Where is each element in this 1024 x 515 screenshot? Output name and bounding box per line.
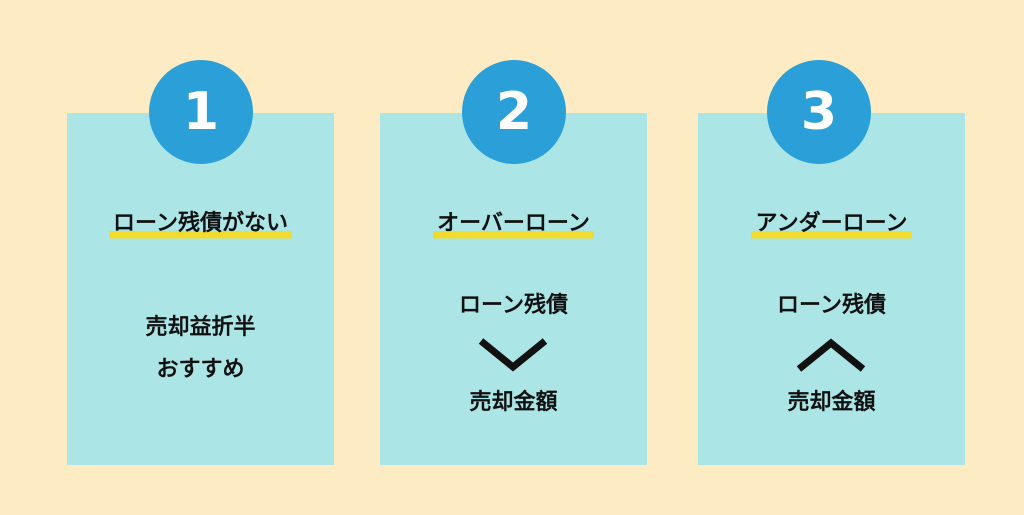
- sale-price-label: 売却金額: [469, 390, 558, 415]
- step-card-2: オーバーローン ローン残債 売却金額: [380, 113, 647, 465]
- step-heading: アンダーローン: [698, 209, 965, 241]
- loan-balance-label: ローン残債: [777, 293, 886, 318]
- greater-than-chevron-icon: [478, 338, 548, 372]
- step-card-1: ローン残債がない 売却益折半 おすすめ: [67, 113, 334, 465]
- loan-balance-label: ローン残債: [459, 293, 568, 318]
- step-heading-text: ローン残債がない: [109, 209, 292, 241]
- step-description-line: 売却益折半: [145, 315, 256, 340]
- step-number-badge: 2: [462, 60, 566, 164]
- step-number-badge: 3: [767, 60, 871, 164]
- step-heading: オーバーローン: [380, 209, 647, 241]
- step-card-3: アンダーローン ローン残債 売却金額: [698, 113, 965, 465]
- step-description-line: おすすめ: [156, 357, 245, 382]
- step-number-badge: 1: [149, 60, 253, 164]
- sale-price-label: 売却金額: [787, 390, 876, 415]
- step-heading-text: オーバーローン: [433, 209, 594, 241]
- less-than-chevron-icon: [796, 338, 866, 372]
- step-heading: ローン残債がない: [67, 209, 334, 241]
- step-heading-text: アンダーローン: [751, 209, 912, 241]
